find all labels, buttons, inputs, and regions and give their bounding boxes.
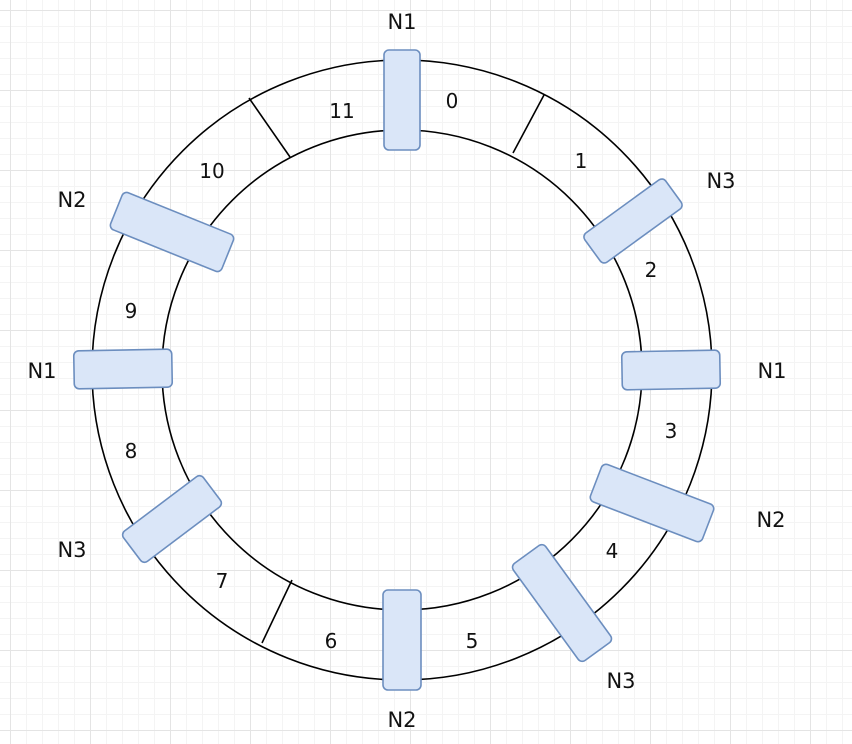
segment-divider <box>248 97 291 158</box>
node-label: N3 <box>706 169 735 193</box>
node-label: N1 <box>387 10 416 34</box>
node-label: N3 <box>57 538 86 562</box>
segment-label: 5 <box>466 629 479 653</box>
segment-label: 3 <box>665 419 678 443</box>
node-box-bottom-right[interactable] <box>511 543 614 664</box>
segment-label: 8 <box>125 439 138 463</box>
node-box-upper-right[interactable] <box>582 177 684 265</box>
segment-label: 9 <box>125 299 138 323</box>
node-box-lower-right[interactable] <box>589 463 715 543</box>
node-box-top[interactable] <box>383 49 421 151</box>
node-label: N3 <box>606 669 635 693</box>
node-label: N2 <box>387 708 416 732</box>
segment-label: 4 <box>606 539 619 563</box>
node-box-right[interactable] <box>620 349 722 391</box>
segment-label: 6 <box>325 629 338 653</box>
segment-label: 1 <box>575 149 588 173</box>
inner-ring <box>161 129 643 611</box>
segment-label: 7 <box>216 569 229 593</box>
node-box-left[interactable] <box>72 348 174 390</box>
segment-label: 10 <box>199 159 224 183</box>
segment-label: 11 <box>329 99 354 123</box>
segment-divider <box>512 94 545 154</box>
segment-label: 0 <box>446 89 459 113</box>
node-box-bottom[interactable] <box>382 589 422 691</box>
node-label: N1 <box>27 359 56 383</box>
segment-label: 2 <box>645 258 658 282</box>
segment-divider <box>261 579 293 644</box>
node-label: N1 <box>757 359 786 383</box>
node-box-lower-left[interactable] <box>121 474 224 565</box>
node-label: N2 <box>756 508 785 532</box>
node-box-upper-left[interactable] <box>109 191 235 273</box>
outer-ring <box>91 59 713 681</box>
node-label: N2 <box>57 188 86 212</box>
